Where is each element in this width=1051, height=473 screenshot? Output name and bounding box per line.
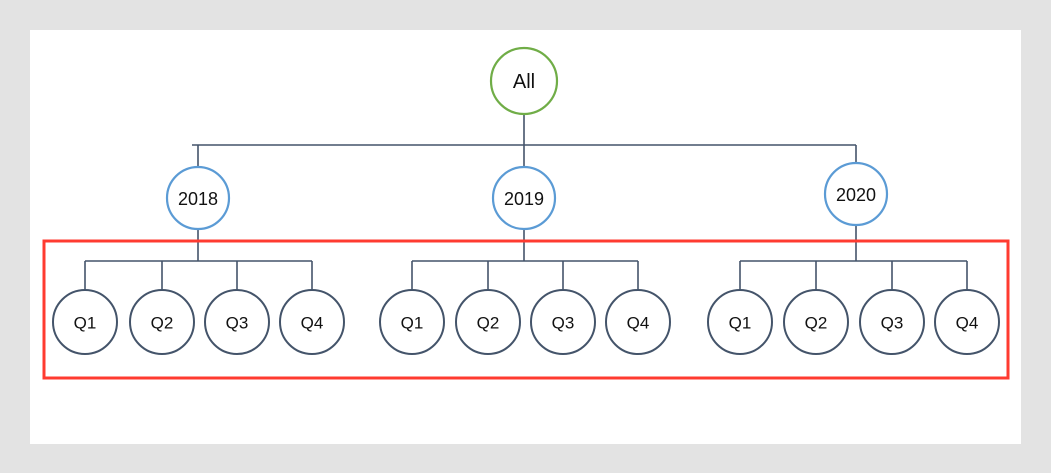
node-2018-Q4-circle — [279, 289, 345, 355]
node-2019-Q3[interactable]: Q3 — [530, 289, 596, 355]
node-year-2019[interactable]: 2019 — [491, 165, 557, 231]
node-2019-Q3-label: Q3 — [552, 314, 575, 333]
node-year-2020[interactable]: 2020 — [823, 161, 889, 227]
node-2019-Q2[interactable]: Q2 — [455, 289, 521, 355]
node-2019-Q1-circle — [379, 289, 445, 355]
node-2020-Q2-circle — [783, 289, 849, 355]
node-2020-Q3[interactable]: Q3 — [859, 289, 925, 355]
node-2018-Q3[interactable]: Q3 — [204, 289, 270, 355]
node-2019-Q3-circle — [530, 289, 596, 355]
node-2019-Q1-label: Q1 — [401, 314, 424, 333]
node-year-2018-label: 2018 — [178, 189, 218, 209]
node-2018-Q3-label: Q3 — [226, 314, 249, 333]
node-2018-Q1[interactable]: Q1 — [52, 289, 118, 355]
quarter-level-highlight[interactable] — [42, 239, 1010, 380]
node-2020-Q4[interactable]: Q4 — [934, 289, 1000, 355]
node-2019-Q4[interactable]: Q4 — [605, 289, 671, 355]
node-2020-Q1-circle — [707, 289, 773, 355]
node-2019-Q1[interactable]: Q1 — [379, 289, 445, 355]
node-2018-Q4-label: Q4 — [301, 314, 324, 333]
node-2018-Q4[interactable]: Q4 — [279, 289, 345, 355]
node-2020-Q1-label: Q1 — [729, 314, 752, 333]
node-2018-Q2-label: Q2 — [151, 314, 174, 333]
node-2020-Q3-label: Q3 — [881, 314, 904, 333]
node-year-2020-circle — [823, 161, 889, 227]
node-2019-Q4-circle — [605, 289, 671, 355]
node-2020-Q3-circle — [859, 289, 925, 355]
node-2019-Q2-label: Q2 — [477, 314, 500, 333]
node-year-2019-label: 2019 — [504, 189, 544, 209]
node-2020-Q2-label: Q2 — [805, 314, 828, 333]
node-2020-Q2[interactable]: Q2 — [783, 289, 849, 355]
node-2018-Q2[interactable]: Q2 — [129, 289, 195, 355]
node-2019-Q2-circle — [455, 289, 521, 355]
node-2018-Q1-label: Q1 — [74, 314, 97, 333]
node-2020-Q4-label: Q4 — [956, 314, 979, 333]
node-year-2018[interactable]: 2018 — [165, 165, 231, 231]
node-all-circle — [489, 46, 559, 116]
connectors-layer — [84, 114, 968, 290]
node-year-2020-label: 2020 — [836, 185, 876, 205]
node-2020-Q4-circle — [934, 289, 1000, 355]
highlight-layer — [42, 239, 1010, 380]
node-2018-Q3-circle — [204, 289, 270, 355]
node-2018-Q1-circle — [52, 289, 118, 355]
node-year-2018-circle — [165, 165, 231, 231]
node-2020-Q1[interactable]: Q1 — [707, 289, 773, 355]
node-all[interactable]: All — [489, 46, 559, 116]
node-year-2019-circle — [491, 165, 557, 231]
node-2018-Q2-circle — [129, 289, 195, 355]
node-all-label: All — [513, 71, 535, 93]
node-2019-Q4-label: Q4 — [627, 314, 650, 333]
